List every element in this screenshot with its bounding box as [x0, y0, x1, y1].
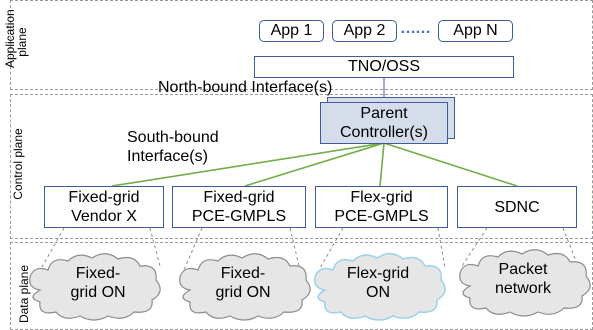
cloud-fixed-grid-2 — [179, 253, 311, 321]
dataplane-link — [319, 227, 344, 269]
dataplane-link — [183, 227, 203, 271]
dataplane-link — [437, 227, 446, 269]
network-flex-grid-on: Flex-grid ON — [346, 265, 410, 301]
southbound-interface-label: South-bound Interface(s) — [127, 129, 219, 165]
network-fixed-grid-on-2: Fixed- grid ON — [215, 265, 271, 301]
cloud-flex-grid — [313, 252, 446, 321]
cloud-fixed-grid-1 — [29, 253, 161, 321]
southbound-link-4 — [383, 142, 518, 187]
controller-sdnc: SDNC — [457, 186, 577, 228]
network-packet: Packet network — [494, 261, 552, 297]
parent-controller-box: Parent Controller(s) — [320, 102, 448, 144]
controller-fixed-grid-pce-gmpls: Fixed-grid PCE-GMPLS — [172, 186, 306, 228]
southbound-link-2 — [244, 142, 385, 187]
controller-flex-grid-pce-gmpls: Flex-grid PCE-GMPLS — [315, 186, 448, 228]
app-n-box: App N — [438, 20, 513, 42]
dataplane-link — [149, 227, 161, 267]
northbound-interface-label: North-bound Interface(s) — [158, 79, 333, 96]
network-fixed-grid-on-1: Fixed- grid ON — [70, 265, 126, 301]
dataplane-link — [562, 227, 579, 267]
dataplane-link — [461, 227, 488, 267]
app-1-box: App 1 — [259, 20, 324, 42]
app-2-box: App 2 — [332, 20, 397, 42]
cloud-packet-network — [459, 249, 591, 317]
southbound-link-1 — [111, 142, 385, 187]
controller-fixed-grid-vendor-x: Fixed-grid Vendor X — [44, 186, 164, 228]
tno-oss-box: TNO/OSS — [254, 56, 514, 78]
apps-ellipsis: …… — [400, 20, 431, 37]
southbound-link-3 — [379, 142, 385, 187]
dataplane-link — [289, 227, 301, 271]
dataplane-link — [37, 227, 65, 275]
